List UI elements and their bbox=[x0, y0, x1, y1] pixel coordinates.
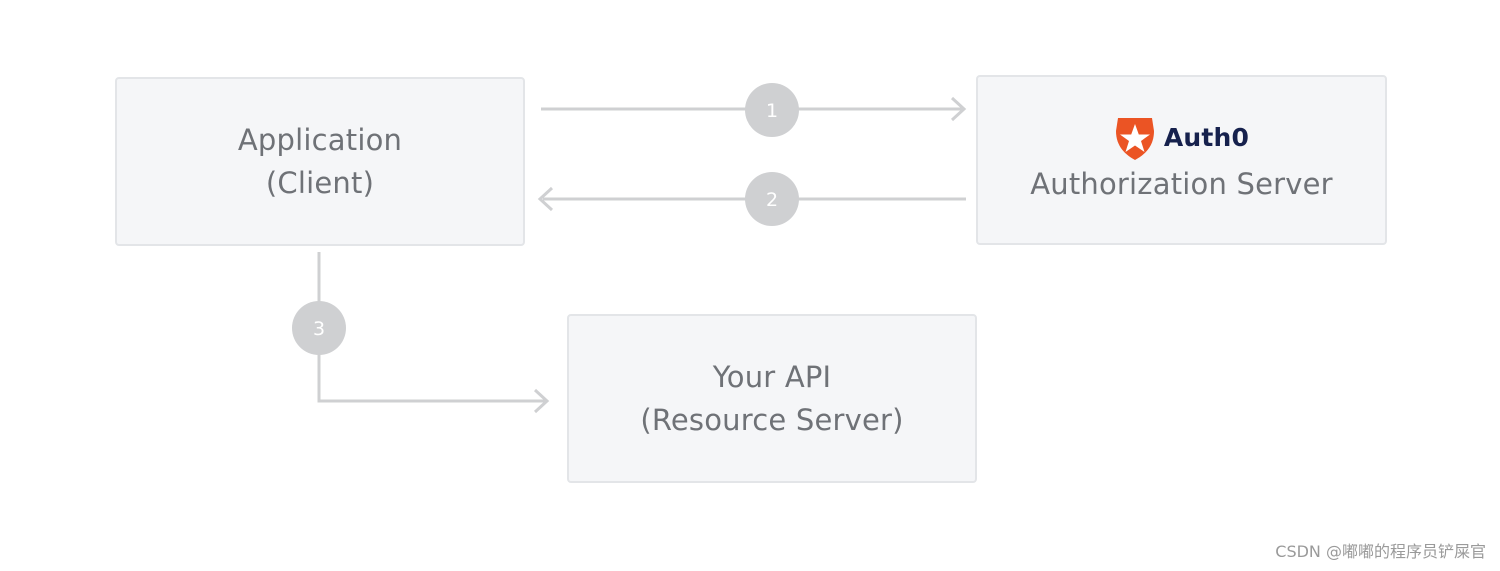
arrow-step-3 bbox=[317, 252, 550, 414]
authorization-server-box: Auth0 Authorization Server bbox=[976, 75, 1387, 245]
authorization-server-label: Authorization Server bbox=[1030, 166, 1333, 201]
step-badge-3: 3 bbox=[292, 301, 346, 355]
application-client-box: Application (Client) bbox=[115, 77, 525, 246]
step-number-3: 3 bbox=[313, 318, 325, 340]
resource-server-subtitle: (Resource Server) bbox=[640, 402, 904, 437]
step-badge-1: 1 bbox=[745, 83, 799, 137]
step-number-1: 1 bbox=[766, 100, 778, 122]
resource-server-box: Your API (Resource Server) bbox=[567, 314, 977, 483]
application-subtitle: (Client) bbox=[265, 165, 375, 200]
auth0-logo: Auth0 bbox=[1114, 115, 1249, 161]
application-title: Application bbox=[237, 122, 403, 157]
step-number-2: 2 bbox=[766, 189, 778, 211]
auth0-brand-text: Auth0 bbox=[1163, 123, 1250, 152]
resource-server-title: Your API bbox=[712, 359, 832, 394]
watermark-text: CSDN @嘟嘟的程序员铲屎官 bbox=[1275, 542, 1486, 561]
step-badge-2: 2 bbox=[745, 172, 799, 226]
auth0-shield-icon bbox=[1115, 117, 1154, 160]
